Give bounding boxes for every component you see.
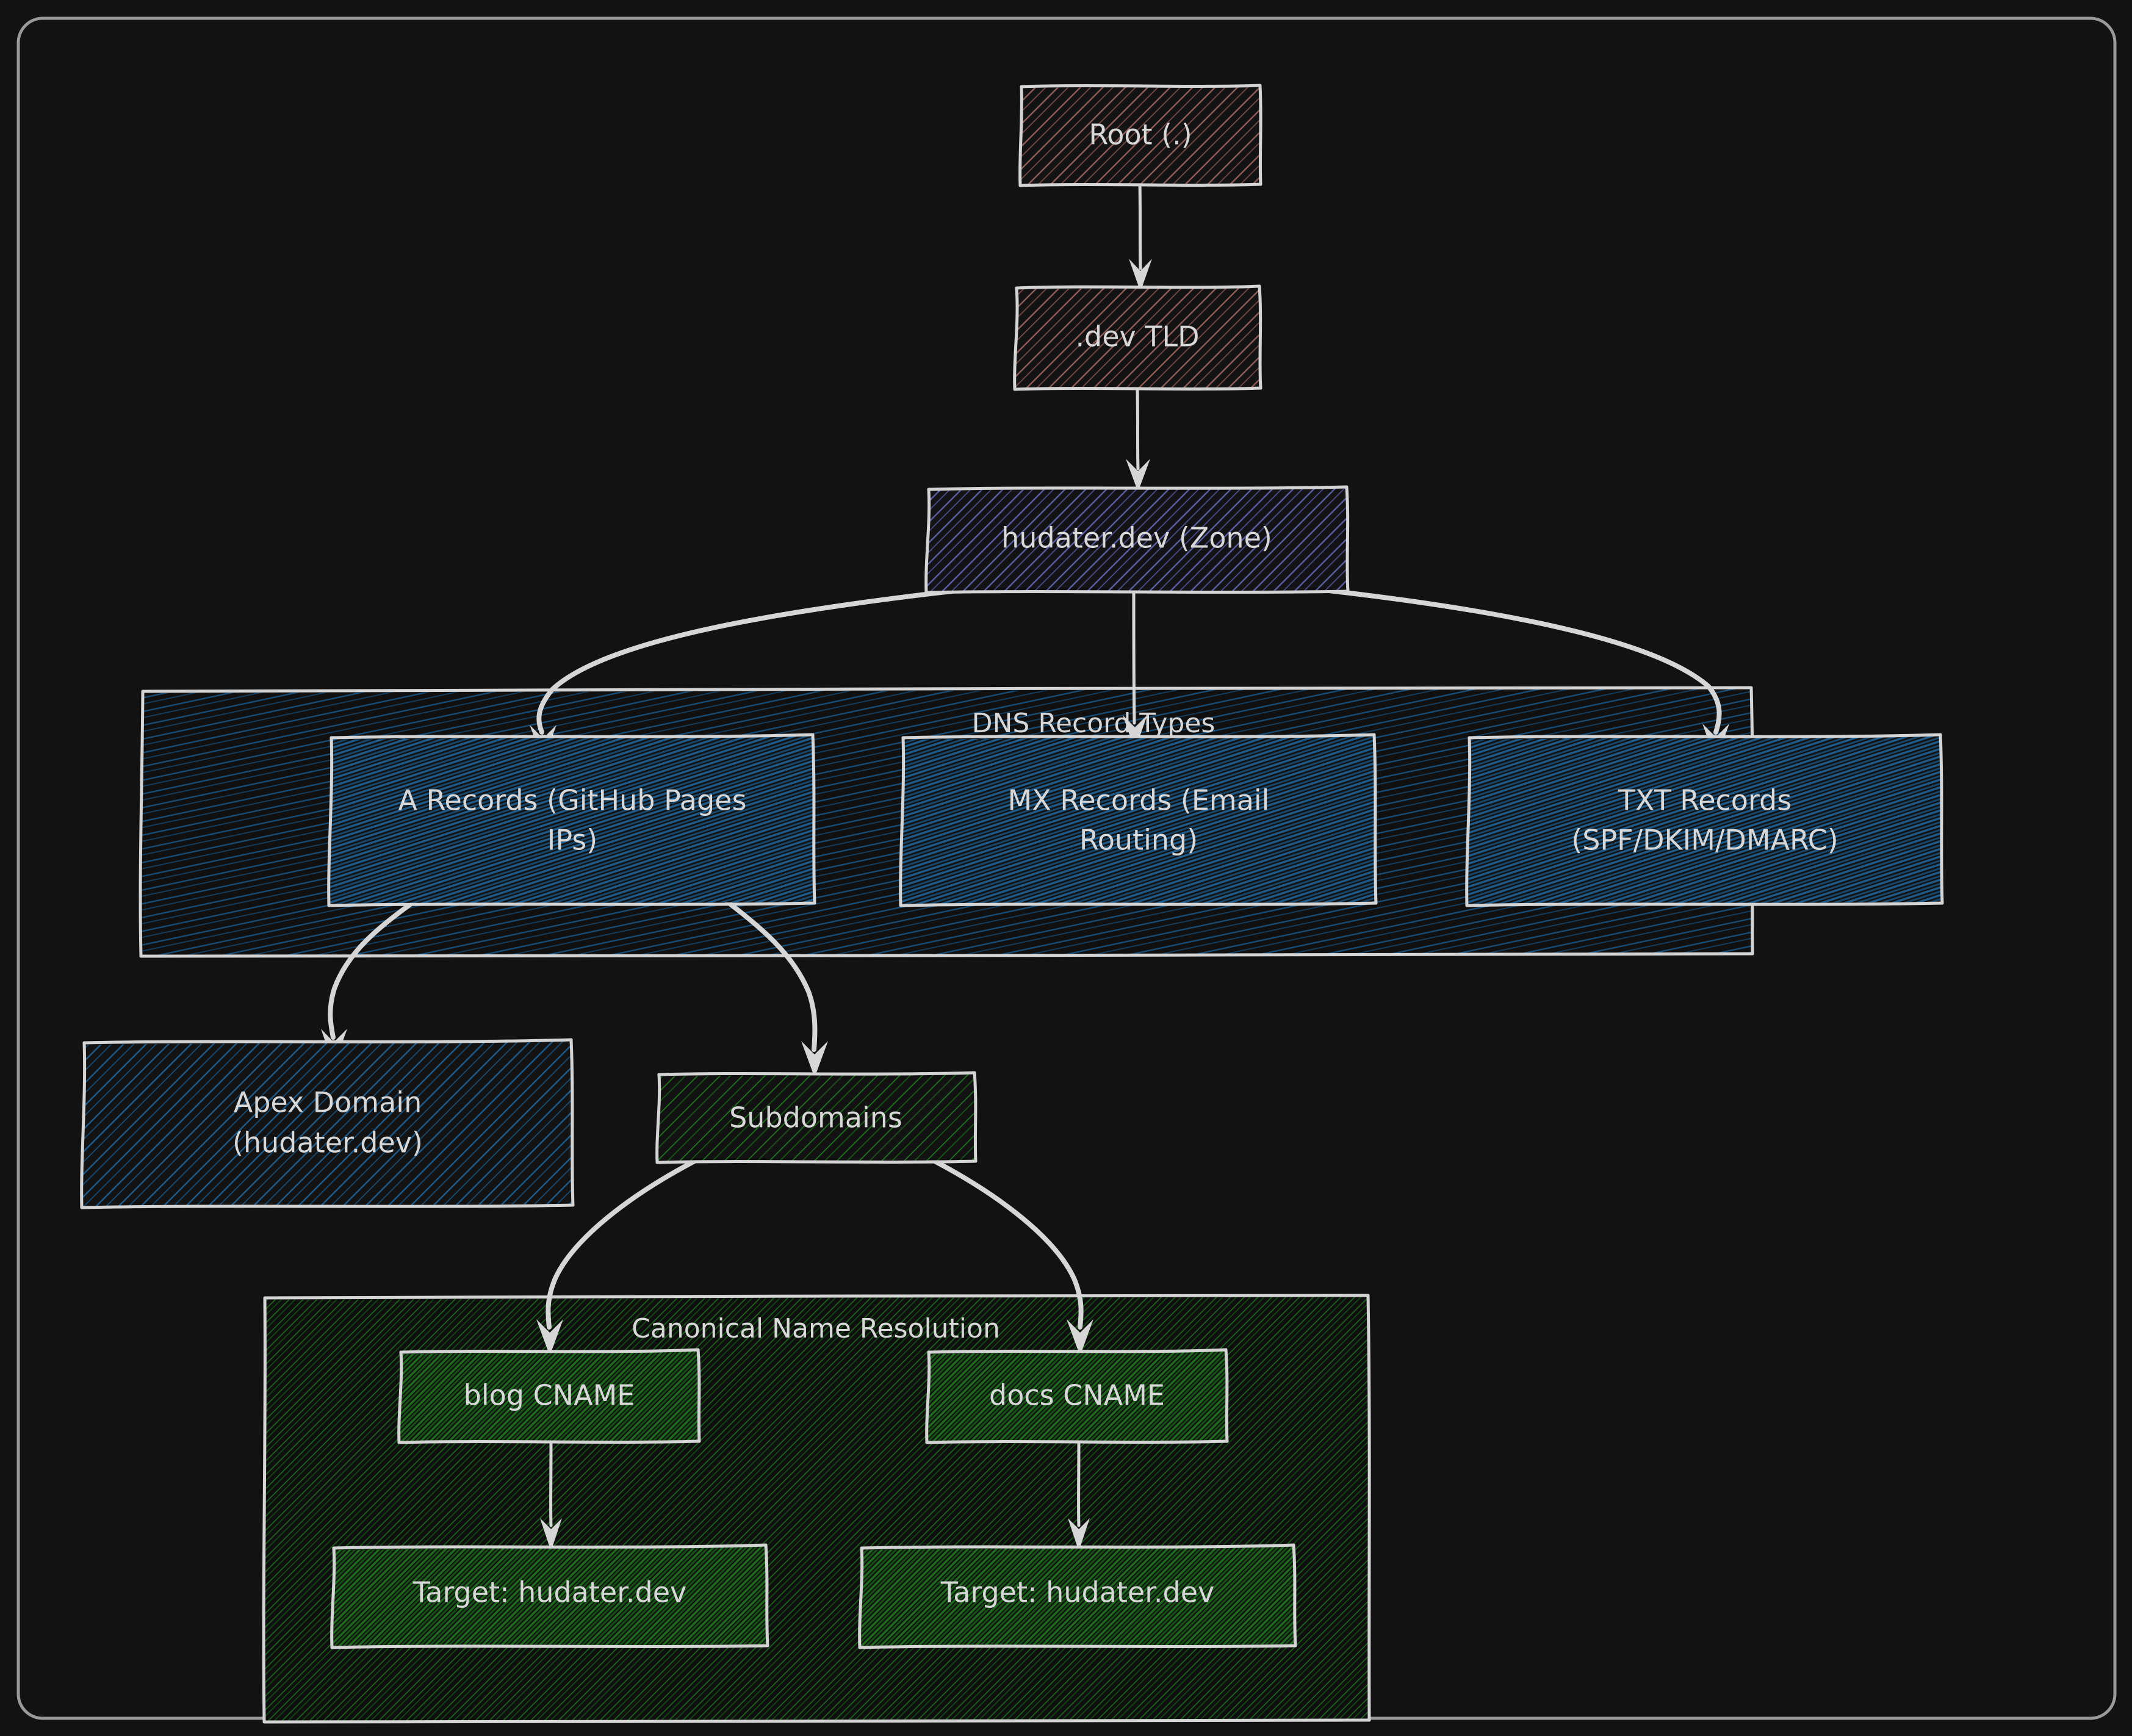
node-a-records-label-line2: IPs) (547, 824, 597, 857)
node-docs-cname-label: docs CNAME (989, 1379, 1165, 1412)
edge-subdomains-to-blog (536, 1158, 698, 1356)
edge-docs-to-target (1068, 1440, 1090, 1551)
cluster-label-canonical-name-resolution: Canonical Name Resolution (632, 1313, 1000, 1344)
node-docs-cname[interactable]: docs CNAME (925, 1348, 1229, 1444)
node-mx-records-label-line2: Routing) (1079, 824, 1198, 857)
node-root[interactable]: Root (.) (1018, 84, 1262, 187)
node-blog-cname[interactable]: blog CNAME (397, 1348, 701, 1444)
node-apex-domain-label-line1: Apex Domain (234, 1086, 422, 1119)
node-apex-domain-label-line2: (hudater.dev) (232, 1126, 423, 1159)
node-a-records[interactable]: A Records (GitHub Pages IPs) (327, 733, 816, 907)
node-dev-tld-label: .dev TLD (1075, 320, 1199, 353)
edge-subdomains-to-docs (931, 1158, 1093, 1356)
node-dev-tld[interactable]: .dev TLD (1013, 284, 1262, 391)
node-txt-records-label-line1: TXT Records (1618, 784, 1792, 817)
node-mx-records-label-line1: MX Records (Email (1008, 784, 1270, 817)
node-subdomains-label: Subdomains (729, 1101, 902, 1134)
node-blog-cname-label: blog CNAME (464, 1379, 635, 1412)
node-subdomains[interactable]: Subdomains (655, 1071, 978, 1164)
edge-tld-to-zone (1126, 386, 1150, 492)
edge-zone-to-mx-records (1123, 589, 1147, 751)
node-blog-target[interactable]: Target: hudater.dev (330, 1543, 769, 1649)
node-root-label: Root (.) (1089, 118, 1192, 151)
node-docs-target-label: Target: hudater.dev (940, 1576, 1215, 1609)
edge-blog-to-target (540, 1440, 562, 1551)
node-blog-target-label: Target: hudater.dev (412, 1576, 687, 1609)
node-docs-target[interactable]: Target: hudater.dev (858, 1543, 1297, 1649)
node-mx-records[interactable]: MX Records (Email Routing) (899, 733, 1378, 907)
node-zone[interactable]: hudater.dev (Zone) (924, 485, 1350, 594)
node-apex-domain[interactable]: Apex Domain (hudater.dev) (80, 1038, 575, 1209)
edge-root-to-tld (1129, 181, 1152, 292)
node-txt-records[interactable]: TXT Records (SPF/DKIM/DMARC) (1465, 733, 1944, 907)
edge-a-records-to-subdomains (725, 899, 828, 1078)
node-a-records-label-line1: A Records (GitHub Pages (398, 784, 747, 817)
node-zone-label: hudater.dev (Zone) (1001, 522, 1272, 555)
cluster-label-dns-record-types: DNS Record Types (972, 708, 1215, 739)
node-txt-records-label-line2: (SPF/DKIM/DMARC) (1571, 824, 1838, 857)
